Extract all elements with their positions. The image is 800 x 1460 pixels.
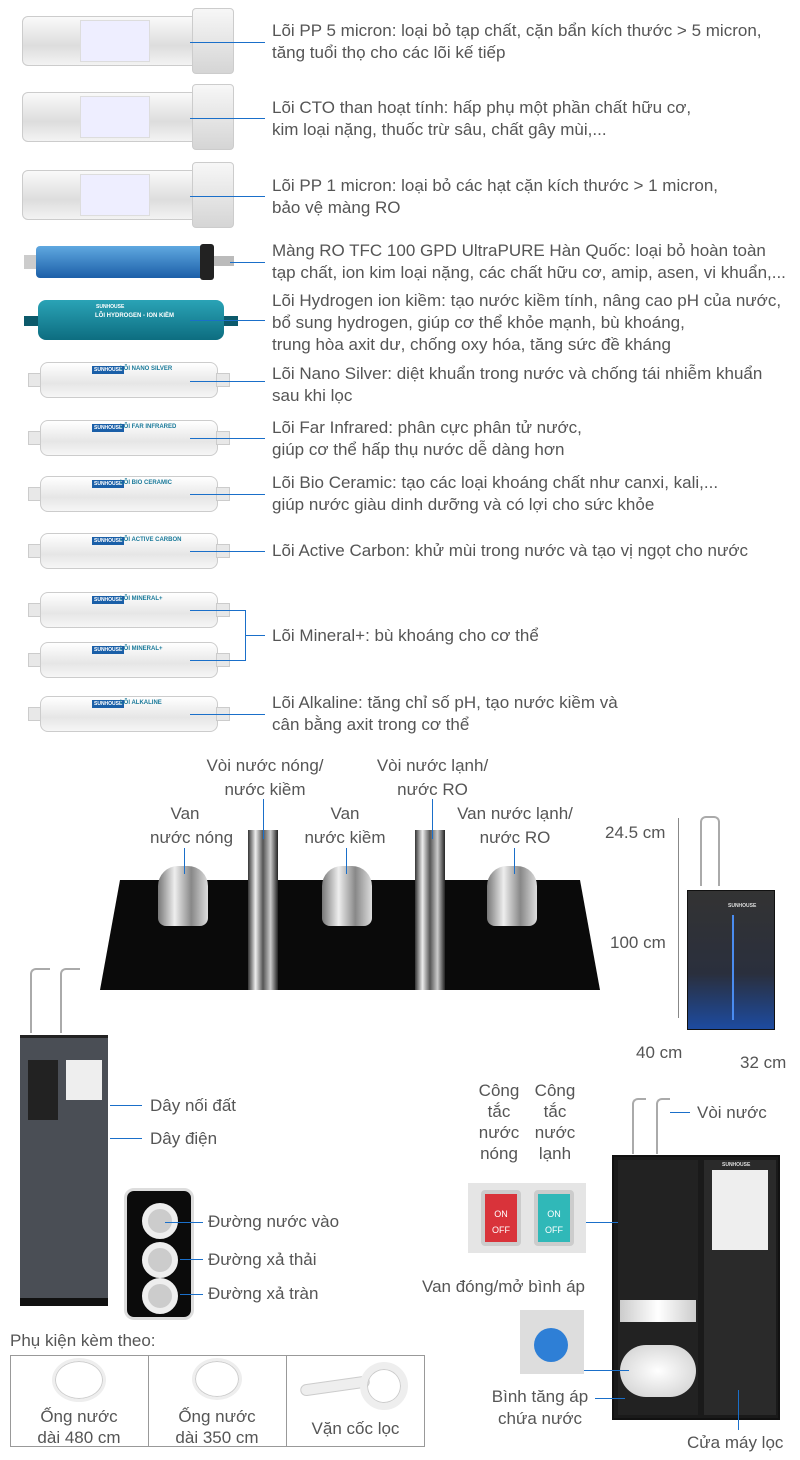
dimension-line — [678, 818, 679, 1018]
door-label: Cửa máy lọc — [687, 1433, 784, 1452]
cold-tap — [415, 830, 445, 990]
power-cord-label: Dây điện — [150, 1129, 218, 1148]
back-tap-pipe — [30, 968, 50, 1033]
brand-logo: SUNHOUSE — [722, 1162, 751, 1168]
brand-logo: SUNHOUSE — [96, 304, 125, 310]
brand-logo: SUNHOUSE — [92, 700, 125, 708]
dim-depth: 40 cm — [636, 1043, 683, 1062]
cold-tap-label: Vòi nước lạnh/nước RO — [376, 756, 489, 799]
dim-top: 24.5 cm — [605, 823, 666, 842]
brand-logo: SUNHOUSE — [92, 537, 125, 545]
overflow-port — [142, 1278, 178, 1314]
valve-closeup — [520, 1310, 584, 1374]
cartridge-label: LÕI ALKALINE — [120, 700, 162, 706]
purifier-unit — [687, 890, 775, 1030]
filter-desc-bio-ceramic: Lõi Bio Ceramic: tạo các loại khoáng chấ… — [272, 473, 719, 514]
hot-tap-label: Vòi nước nóng/nước kiềm — [206, 756, 324, 799]
brand-logo: SUNHOUSE — [92, 424, 125, 432]
inlet-port — [142, 1203, 178, 1239]
filter-desc-active-carbon: Lõi Active Carbon: khử mùi trong nước và… — [272, 541, 748, 560]
cartridge-label: LÕI MINERAL+ — [120, 646, 163, 652]
brand-logo: SUNHOUSE — [92, 646, 125, 654]
filter-desc-pp1: Lõi PP 1 micron: loại bỏ các hạt cặn kíc… — [272, 176, 719, 217]
cartridge-label: LÕI ACTIVE CARBON — [120, 537, 182, 543]
accessories-title: Phụ kiện kèm theo: — [10, 1331, 156, 1350]
cartridge-label: LÕI MINERAL+ — [120, 596, 163, 602]
filter-desc-pp5: Lõi PP 5 micron: loại bỏ tạp chất, cặn b… — [272, 21, 762, 62]
tube-icon — [52, 1358, 106, 1402]
hot-tap — [248, 830, 278, 990]
cold-valve-knob — [487, 866, 537, 926]
inlet-label: Đường nước vào — [208, 1212, 340, 1231]
cartridge-label: LÕI NANO SILVER — [120, 366, 173, 372]
front-tap-pipe — [656, 1098, 670, 1154]
hot-valve-knob — [158, 866, 208, 926]
filter-desc-ro: Màng RO TFC 100 GPD UltraPURE Hàn Quốc: … — [272, 241, 786, 282]
filter-desc-hydrogen: Lõi Hydrogen ion kiềm: tạo nước kiềm tín… — [272, 291, 782, 354]
back-tap-pipe — [60, 968, 80, 1033]
drain-port — [142, 1242, 178, 1278]
filter-desc-nano-silver: Lõi Nano Silver: diệt khuẩn trong nước v… — [272, 364, 763, 405]
door-sticker — [712, 1170, 768, 1250]
front-tap-pipe — [632, 1098, 646, 1154]
filter-desc-far-infrared: Lõi Far Infrared: phân cực phân tử nước,… — [272, 418, 582, 459]
accessory-wrench: Vặn cốc lọc — [311, 1419, 400, 1438]
cold-valve-label: Van nước lạnh/nước RO — [457, 804, 573, 847]
tap-label: Vòi nước — [697, 1103, 767, 1122]
brand-logo: SUNHOUSE — [92, 480, 125, 488]
filter-set — [620, 1300, 696, 1322]
filter-desc-mineral: Lõi Mineral+: bù khoáng cho cơ thể — [272, 626, 539, 645]
filter-desc-cto: Lõi CTO than hoạt tính: hấp phụ một phần… — [272, 98, 692, 139]
accessories-table — [10, 1355, 425, 1447]
alkaline-valve-knob — [322, 866, 372, 926]
drain-label: Đường xả thải — [208, 1250, 317, 1269]
brand-logo: SUNHOUSE — [92, 366, 125, 374]
tap-pipe — [700, 816, 720, 886]
filter-desc-alkaline: Lõi Alkaline: tăng chỉ số pH, tạo nước k… — [272, 693, 618, 734]
cartridge-label: LÕI HYDROGEN - ION KIỀM — [95, 313, 175, 319]
fan-grille — [28, 1060, 58, 1120]
warning-label — [66, 1060, 102, 1100]
pressure-tank — [620, 1345, 696, 1397]
valve-label: Van đóng/mở bình áp — [422, 1277, 586, 1296]
dim-width: 32 cm — [740, 1053, 787, 1072]
brand-logo: SUNHOUSE — [728, 903, 757, 909]
cartridge-label: LÕI BIO CERAMIC — [120, 480, 172, 486]
led-strip — [732, 915, 734, 1020]
tube-icon — [192, 1358, 242, 1400]
cartridge-label: LÕI FAR INFRARED — [120, 424, 177, 430]
ground-wire-label: Dây nối đất — [150, 1096, 236, 1115]
dim-height: 100 cm — [610, 933, 666, 952]
overflow-label: Đường xả tràn — [208, 1284, 319, 1303]
brand-logo: SUNHOUSE — [92, 596, 125, 604]
